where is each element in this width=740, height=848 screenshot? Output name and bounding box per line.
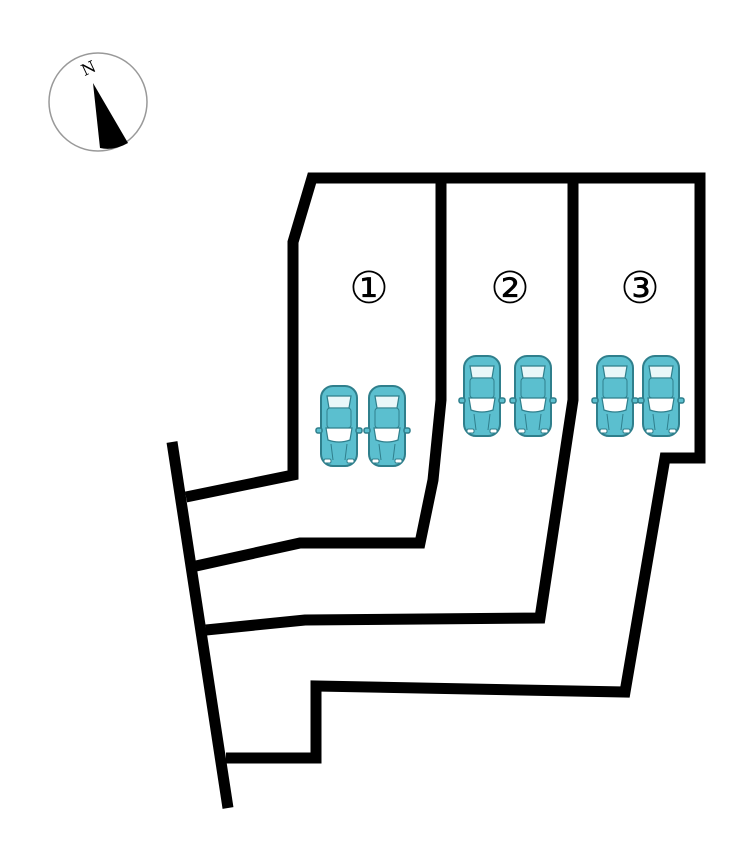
car-icon [509, 355, 557, 437]
north-arrow-icon [93, 83, 128, 149]
lot-label-2: ② [490, 263, 529, 314]
lot-divider-1-2 [194, 178, 447, 572]
car-icon [315, 385, 363, 467]
parking-lot-1 [315, 385, 411, 467]
road-boundary [166, 441, 234, 809]
parking-lot-3 [591, 355, 685, 437]
parking-lot-2 [458, 355, 557, 437]
car-icon [458, 355, 506, 437]
lot-divider-2-3 [205, 178, 579, 636]
lot-label-3: ③ [620, 263, 659, 314]
lot-boundaries [166, 172, 706, 809]
outer-boundary [184, 172, 706, 764]
compass: N [48, 52, 148, 152]
car-icon [637, 355, 685, 437]
car-icon [591, 355, 639, 437]
lot-label-1: ① [349, 263, 388, 314]
car-icon [363, 385, 411, 467]
